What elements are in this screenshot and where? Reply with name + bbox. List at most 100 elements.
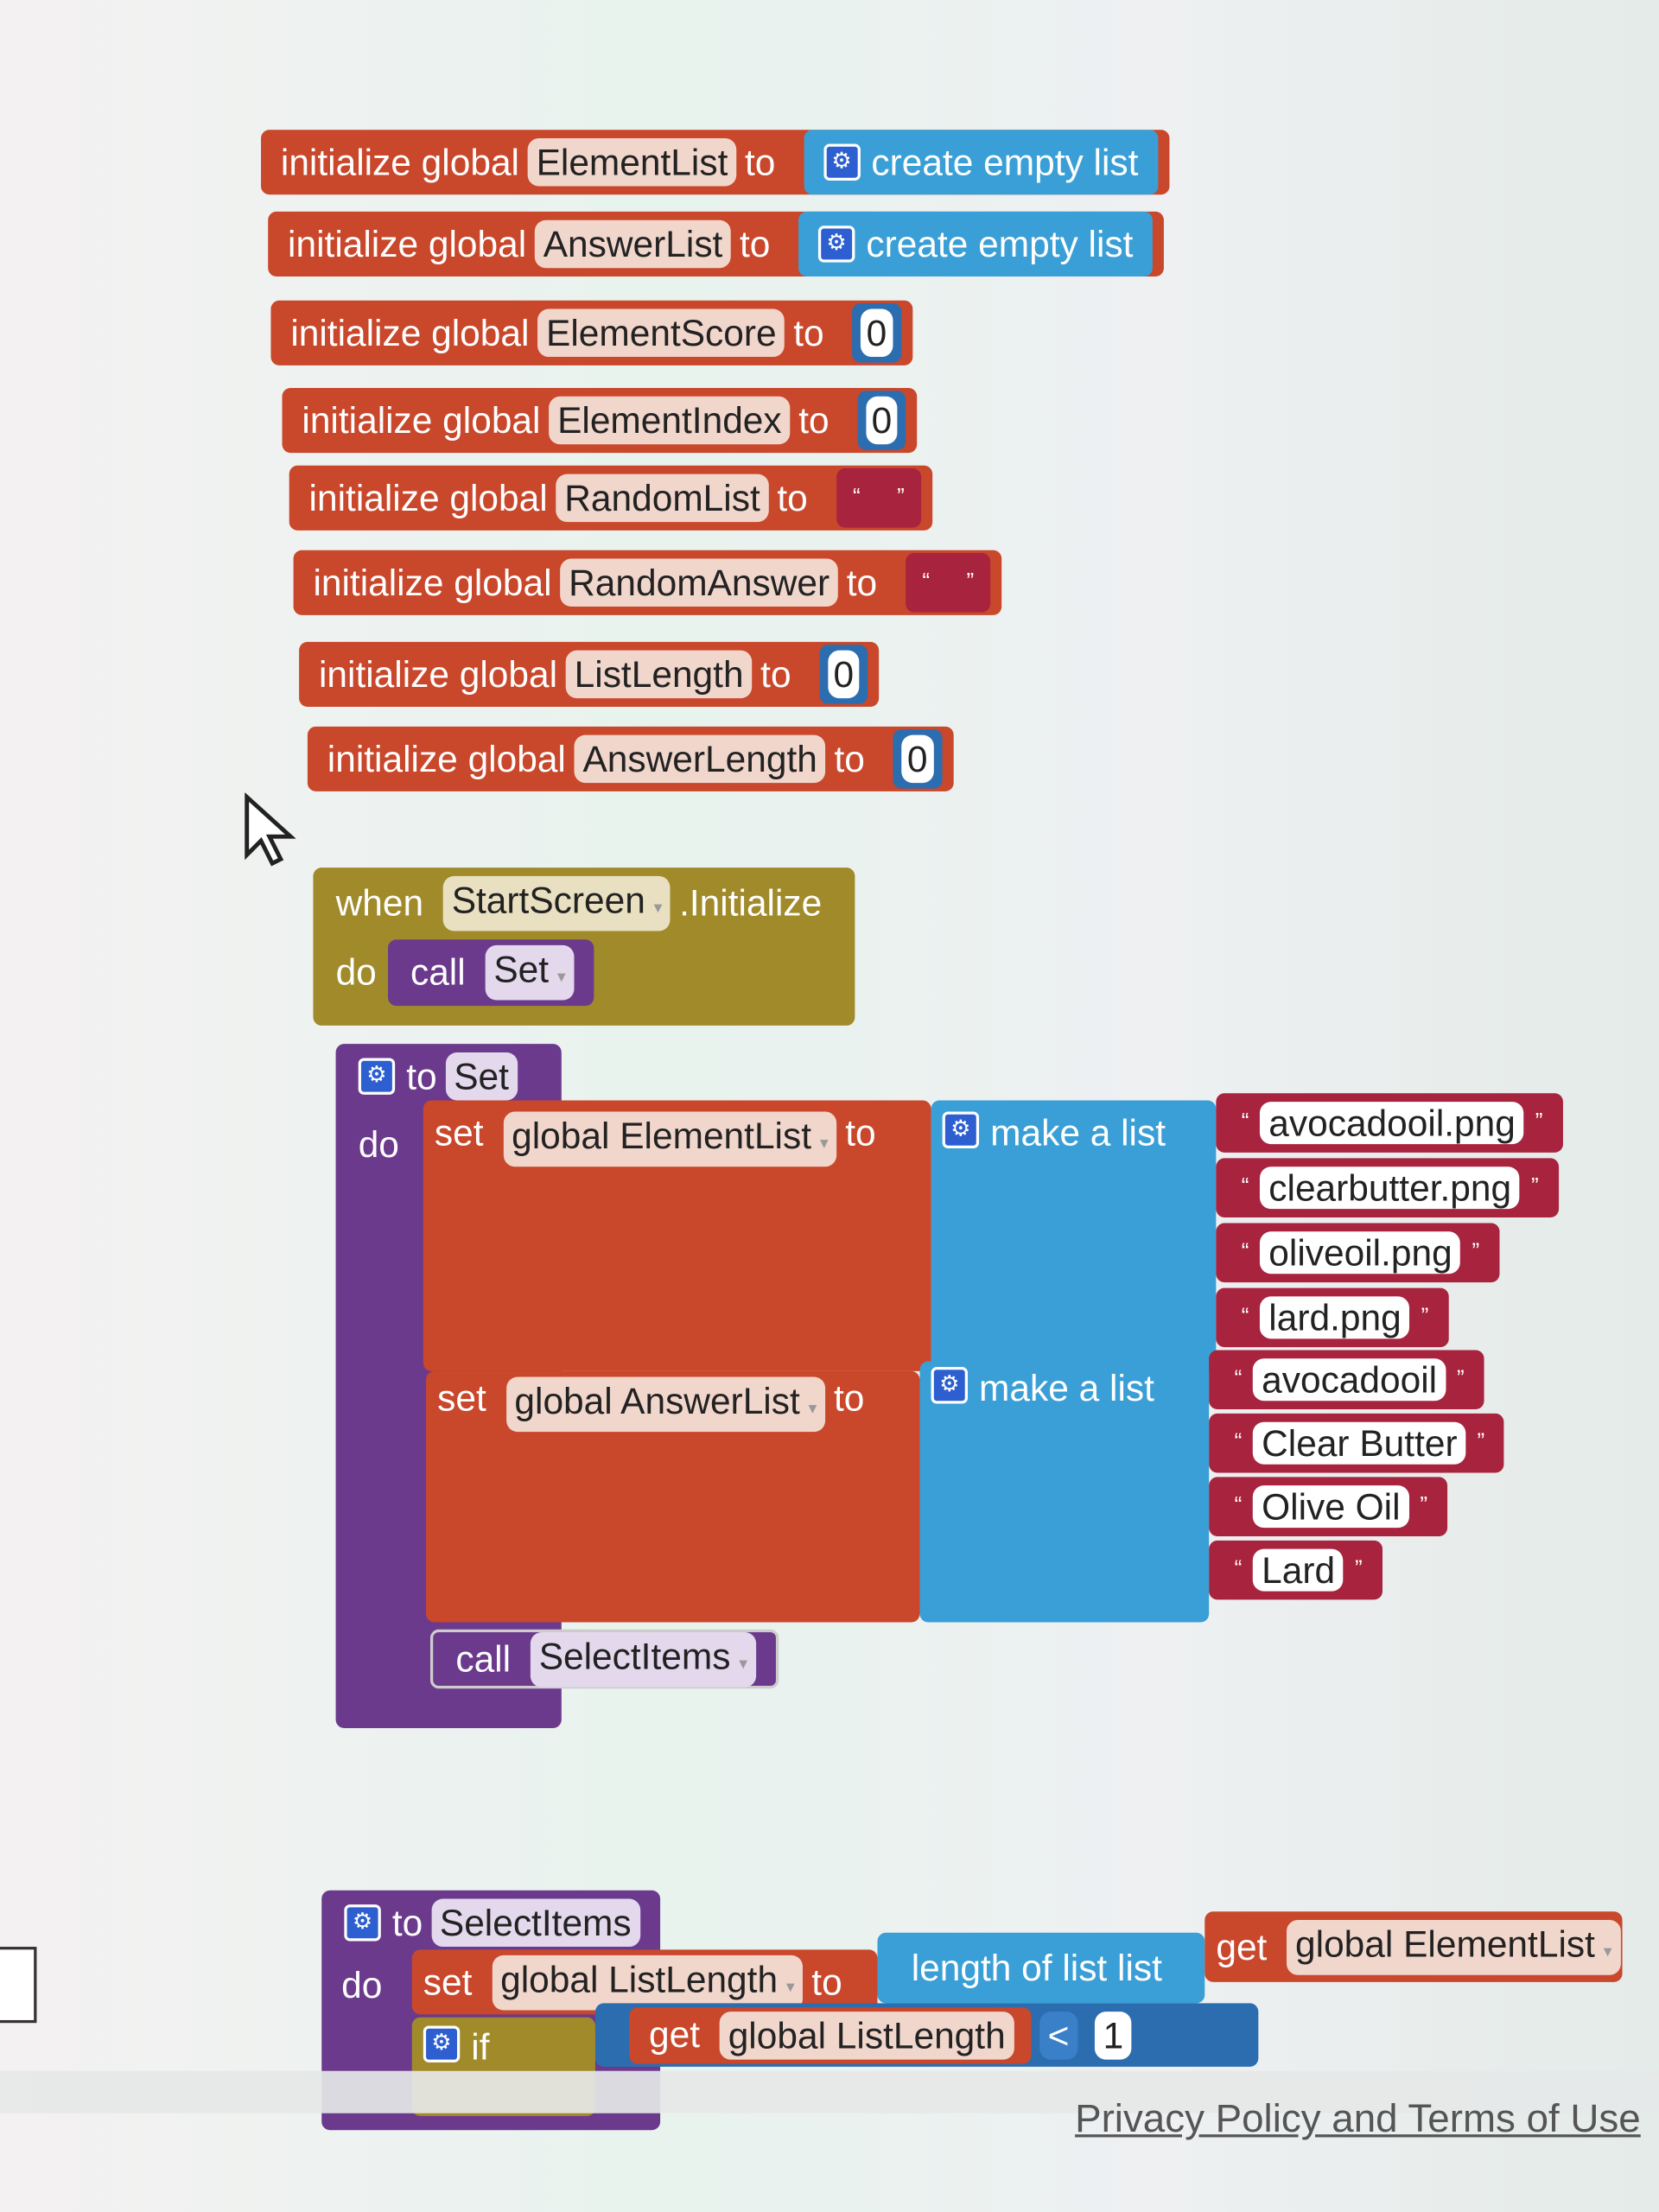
variable-dropdown[interactable]: global ElementList▾: [1287, 1919, 1621, 1974]
text-field[interactable]: oliveoil.png: [1260, 1231, 1461, 1274]
text-block[interactable]: “ avocadooil.png ”: [1216, 1093, 1563, 1153]
number-block[interactable]: 0: [893, 729, 942, 789]
text-block[interactable]: “”: [836, 468, 922, 528]
gear-icon[interactable]: ⚙: [931, 1367, 968, 1404]
text-field[interactable]: avocadooil: [1253, 1358, 1446, 1402]
variable-name-field[interactable]: ElementList: [527, 137, 737, 187]
procedure-name: Set: [493, 948, 550, 991]
variable-name-field[interactable]: RandomAnswer: [560, 558, 838, 607]
text-field[interactable]: Olive Oil: [1253, 1485, 1409, 1529]
close-quote-icon: ”: [1535, 1109, 1543, 1135]
variable-name-field[interactable]: RandomList: [556, 474, 769, 523]
variable-name-field[interactable]: AnswerList: [534, 219, 732, 269]
gear-icon[interactable]: ⚙: [942, 1111, 980, 1148]
text-block[interactable]: “avocadooil”: [1209, 1350, 1484, 1410]
number-field[interactable]: 0: [866, 396, 898, 445]
number-field[interactable]: 0: [828, 650, 860, 699]
to-keyword: to: [760, 652, 791, 696]
number-field[interactable]: 0: [861, 308, 893, 358]
footer-bar: [0, 2070, 1659, 2113]
event-startscreen-initialize[interactable]: when StartScreen▾ .Initialize do call Se…: [313, 868, 855, 1026]
text-field[interactable]: clearbutter.png: [1260, 1166, 1520, 1210]
text-field[interactable]: Lard: [1253, 1548, 1344, 1592]
variable-name-field[interactable]: ListLength: [565, 650, 753, 699]
open-quote-icon: “: [1234, 1430, 1243, 1455]
variable-name[interactable]: global ListLength: [719, 2011, 1014, 2059]
make-a-list-block[interactable]: ⚙ make a list: [919, 1361, 1210, 1623]
close-quote-icon: ”: [1421, 1305, 1429, 1329]
open-quote-icon: “: [1241, 1305, 1249, 1329]
call-selectitems-block[interactable]: call SelectItems▾: [429, 1629, 779, 1689]
number-field[interactable]: 0: [901, 734, 933, 784]
number-block[interactable]: 0: [857, 391, 906, 450]
text-field[interactable]: Clear Butter: [1253, 1421, 1466, 1465]
gear-icon[interactable]: ⚙: [423, 2025, 461, 2063]
create-empty-list-block[interactable]: ⚙ create empty list: [798, 211, 1154, 276]
variable-dropdown[interactable]: global ElementList▾: [503, 1111, 837, 1167]
compare-block[interactable]: get global ListLength < 1: [594, 2003, 1259, 2067]
variable-dropdown[interactable]: global AnswerList▾: [505, 1376, 826, 1433]
variable-name-field[interactable]: AnswerLength: [574, 734, 826, 784]
create-empty-list-block[interactable]: ⚙create empty list: [804, 130, 1159, 195]
privacy-policy-link[interactable]: Privacy Policy and Terms of Use: [1075, 2096, 1641, 2140]
when-keyword: when: [335, 881, 424, 925]
text-block[interactable]: “Olive Oil”: [1209, 1477, 1447, 1536]
open-quote-icon: “: [1241, 1109, 1249, 1135]
text-block[interactable]: “clearbutter.png”: [1216, 1158, 1559, 1217]
close-quote-icon: ”: [897, 485, 905, 510]
open-quote-icon: “: [852, 485, 861, 510]
set-answerlist-block[interactable]: set global AnswerList▾ to: [426, 1370, 920, 1623]
make-a-list-label: make a list: [979, 1367, 1154, 1410]
to-keyword: to: [406, 1054, 437, 1097]
variable-name-field[interactable]: ElementIndex: [549, 396, 791, 445]
variable-dropdown[interactable]: global ListLength▾: [492, 1955, 804, 2010]
gear-icon[interactable]: ⚙: [344, 1904, 381, 1942]
to-keyword: to: [777, 476, 808, 518]
gear-icon[interactable]: ⚙: [823, 143, 861, 181]
component-dropdown[interactable]: StartScreen▾: [442, 875, 671, 931]
gear-icon[interactable]: ⚙: [358, 1058, 396, 1095]
event-name: .Initialize: [679, 881, 823, 925]
initialize-global-keyword: initialize global: [302, 398, 541, 442]
procedure-dropdown[interactable]: SelectItems▾: [530, 1631, 756, 1687]
make-a-list-block[interactable]: ⚙make a list: [931, 1100, 1217, 1371]
create-empty-list-label: create empty list: [866, 222, 1134, 265]
open-quote-icon: “: [1241, 1174, 1249, 1199]
number-field[interactable]: 1: [1094, 2011, 1133, 2059]
initialize-global-keyword: initialize global: [280, 140, 519, 183]
text-block[interactable]: “ lard.png ”: [1216, 1287, 1449, 1348]
text-field[interactable]: lard.png: [1260, 1296, 1410, 1339]
variable-name-field[interactable]: ElementScore: [537, 308, 785, 358]
operator-dropdown[interactable]: <: [1039, 2011, 1078, 2059]
close-quote-icon: ”: [1477, 1430, 1485, 1455]
length-of-list-block[interactable]: length of list list: [877, 1932, 1205, 2004]
text-block[interactable]: “ Clear Butter ”: [1209, 1413, 1505, 1473]
get-listlength-block[interactable]: get global ListLength: [629, 2006, 1032, 2063]
gear-icon[interactable]: ⚙: [817, 226, 855, 263]
text-field[interactable]: avocadooil.png: [1260, 1102, 1524, 1145]
set-elementlist-block[interactable]: set global ElementList▾ to: [423, 1100, 931, 1371]
close-quote-icon: ”: [1471, 1240, 1480, 1264]
procedure-name-field[interactable]: SelectItems: [431, 1898, 640, 1948]
text-block[interactable]: “oliveoil.png”: [1216, 1223, 1500, 1283]
length-of-list-label: length of list list: [911, 1946, 1162, 1989]
number-block[interactable]: 0: [852, 303, 901, 363]
procedure-dropdown[interactable]: Set▾: [485, 944, 575, 1001]
text-block[interactable]: “”: [905, 552, 991, 613]
open-quote-icon: “: [1234, 1367, 1243, 1391]
procedure-name-field[interactable]: Set: [445, 1052, 518, 1101]
number-block[interactable]: 0: [819, 645, 868, 704]
call-set-block[interactable]: call Set▾: [387, 939, 594, 1007]
get-elementlist-block[interactable]: get global ElementList▾: [1205, 1911, 1623, 1982]
text-block[interactable]: “Lard”: [1209, 1540, 1382, 1600]
variable-name: global ElementList: [1295, 1922, 1595, 1965]
